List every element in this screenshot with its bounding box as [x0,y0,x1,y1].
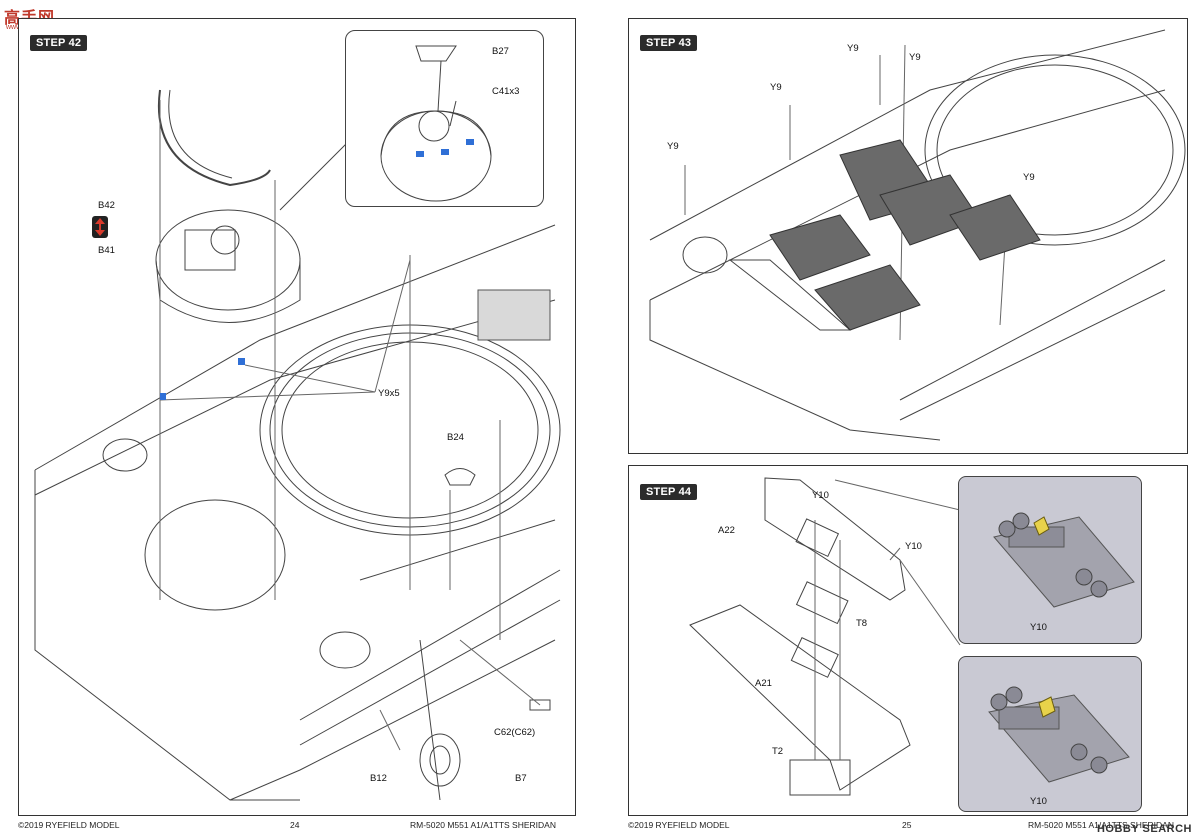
label-b41: B41 [98,245,115,256]
step44-rear-plate-drawing [689,477,961,796]
label-t8: T8 [856,618,868,629]
step44-badge: STEP 44 [640,484,698,500]
label-y9-1: Y9 [847,43,859,54]
label-y9-5: Y9 [1023,172,1035,183]
label-y9-2: Y9 [909,52,921,63]
swap-arrow-icon [92,216,108,238]
footer-page-number: 25 [902,820,912,830]
step43-engine-deck-drawing [649,29,1186,441]
step42-detail-inset [345,30,544,207]
label-y9x5: Y9x5 [378,388,400,399]
step42-badge: STEP 42 [30,35,88,51]
label-t2: T2 [772,746,784,757]
instruction-page-right: STEP 43 Y9 Y9 Y9 Y9 Y9 [600,0,1200,837]
label-inset1-y10: Y10 [1030,622,1047,633]
label-b27: B27 [492,46,509,57]
label-inset2-y10: Y10 [1030,796,1047,807]
footer-product: RM-5020 M551 A1/A1TTS SHERIDAN [1028,820,1174,830]
label-a22: A22 [718,525,735,536]
label-c41: C41x3 [492,86,520,97]
label-a21: A21 [755,678,772,689]
footer-copyright: ©2019 RYEFIELD MODEL [628,820,730,830]
hobby-search-watermark: HOBBY SEARCH [1096,823,1192,835]
step44-detail-photo-1 [958,476,1142,644]
step42-hull-drawing [34,89,561,801]
footer-page-number: 24 [290,820,300,830]
label-b42: B42 [98,200,115,211]
label-y10-side: Y10 [905,541,922,552]
footer-copyright: ©2019 RYEFIELD MODEL [18,820,120,830]
label-b7: B7 [515,773,527,784]
footer-product: RM-5020 M551 A1/A1TTS SHERIDAN [410,820,556,830]
label-b24: B24 [447,432,464,443]
label-y9-3: Y9 [770,82,782,93]
instruction-page-left: STEP 42 [0,0,590,837]
step44-detail-photo-2 [958,656,1142,812]
label-b12: B12 [370,773,387,784]
step43-badge: STEP 43 [640,35,698,51]
label-y9-4: Y9 [667,141,679,152]
label-c62: C62(C62) [494,727,536,738]
label-y10-top: Y10 [812,490,829,501]
